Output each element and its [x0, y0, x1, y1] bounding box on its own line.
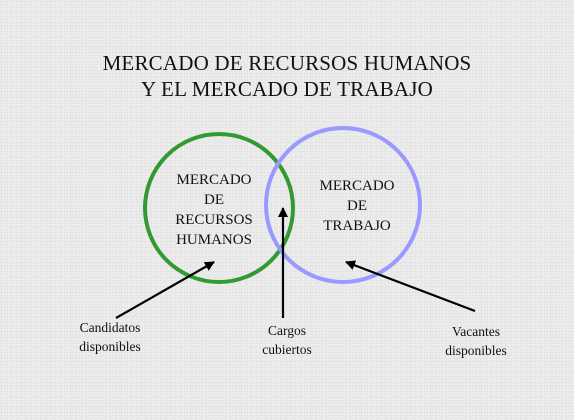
human-resources-label-line: MERCADO: [176, 172, 252, 188]
available-candidates-caption: Candidatos disponibles: [55, 318, 165, 356]
diagram-title-line-1: MERCADO DE RECURSOS HUMANOS: [102, 51, 472, 75]
human-resources-label-line: DE: [204, 192, 224, 208]
labor-market-label-line: DE: [347, 198, 367, 214]
caption-line: disponibles: [445, 343, 507, 358]
arrow-available-candidates: [115, 261, 215, 319]
human-resources-market-circle: [143, 132, 295, 284]
labor-market-label: MERCADO DE TRABAJO: [302, 176, 412, 236]
caption-line: cubiertos: [262, 342, 312, 357]
caption-line: Vacantes: [452, 324, 500, 339]
labor-market-label-line: MERCADO: [319, 178, 395, 194]
human-resources-label-line: RECURSOS: [175, 212, 253, 228]
filled-positions-caption: Cargos cubiertos: [232, 321, 342, 359]
caption-line: disponibles: [79, 339, 141, 354]
human-resources-market-label: MERCADO DE RECURSOS HUMANOS: [160, 170, 268, 250]
diagram-title-line-2: Y EL MERCADO DE TRABAJO: [141, 77, 433, 101]
caption-line: Cargos: [267, 323, 306, 338]
caption-line: Candidatos: [79, 320, 141, 335]
labor-market-circle: [264, 126, 422, 284]
labor-market-label-line: TRABAJO: [323, 218, 391, 234]
available-vacancies-caption: Vacantes disponibles: [421, 322, 531, 360]
human-resources-label-line: HUMANOS: [176, 232, 252, 248]
arrow-available-vacancies: [345, 260, 476, 313]
